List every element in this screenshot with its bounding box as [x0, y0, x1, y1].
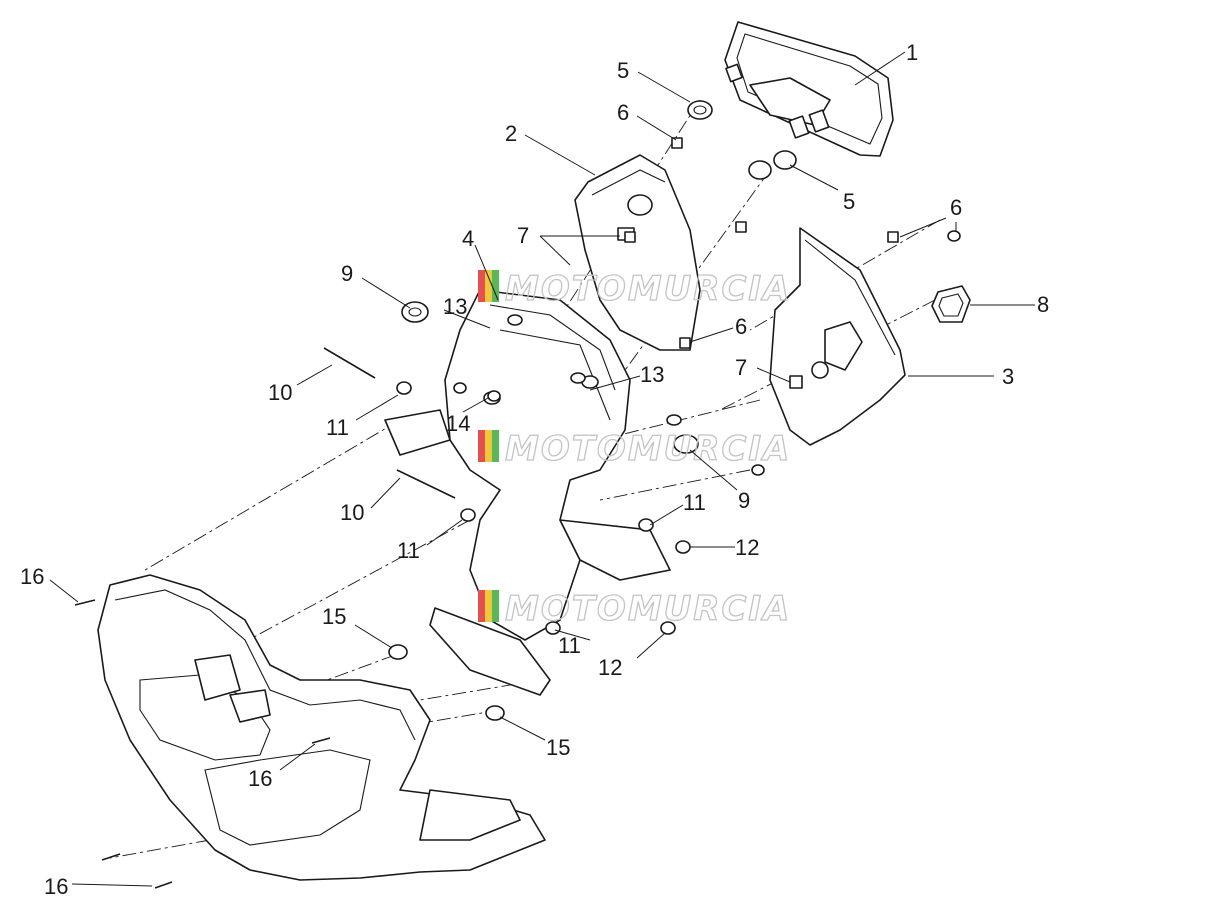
callout-10: 10 — [268, 380, 292, 405]
watermark-text: MOTOMURCIA — [505, 429, 791, 469]
callout-6: 6 — [950, 195, 962, 220]
leader-lines — [49, 51, 1035, 887]
callout-11: 11 — [326, 415, 349, 440]
watermark-stripe-yellow — [485, 430, 492, 462]
rubber-frame — [931, 285, 971, 323]
callout-4: 4 — [462, 226, 474, 251]
callout-13: 13 — [443, 294, 467, 319]
callout-7: 7 — [735, 355, 747, 380]
callout-9: 9 — [738, 488, 750, 513]
watermark-stripe-red — [478, 270, 485, 302]
callout-16: 16 — [20, 564, 44, 589]
callout-16: 16 — [44, 874, 68, 899]
watermark-text: MOTOMURCIA — [505, 269, 791, 309]
watermark-stripe-green — [492, 270, 499, 302]
callout-14: 14 — [446, 411, 470, 436]
watermark-stripe-yellow — [485, 270, 492, 302]
callout-labels: 1 2 3 4 5 5 6 6 6 7 7 8 9 9 10 10 11 11 … — [20, 40, 1049, 899]
callout-2: 2 — [505, 121, 517, 146]
callout-5: 5 — [617, 58, 629, 83]
instrument-cluster — [724, 21, 894, 157]
headlight-assembly — [97, 574, 546, 881]
watermark-stripe-yellow — [485, 590, 492, 622]
watermark-stripe-red — [478, 590, 485, 622]
callout-16: 16 — [248, 766, 272, 791]
callout-7: 7 — [517, 223, 529, 248]
watermark-text: MOTOMURCIA — [505, 589, 791, 629]
right-cover — [769, 227, 906, 446]
watermark-stripe-green — [492, 430, 499, 462]
callout-10: 10 — [340, 500, 364, 525]
callout-8: 8 — [1037, 292, 1049, 317]
callout-3: 3 — [1002, 364, 1014, 389]
watermark-stripe-red — [478, 430, 485, 462]
watermark-middle: MOTOMURCIA — [478, 428, 791, 470]
callout-6: 6 — [617, 100, 629, 125]
watermark-stripe-green — [492, 590, 499, 622]
callout-1: 1 — [906, 40, 918, 65]
callout-11: 11 — [558, 633, 581, 658]
callout-11: 11 — [397, 538, 420, 563]
callout-15: 15 — [322, 604, 346, 629]
main-bracket — [384, 289, 671, 696]
callout-9: 9 — [341, 261, 353, 286]
callout-6: 6 — [735, 314, 747, 339]
callout-5: 5 — [843, 189, 855, 214]
callout-11: 11 — [683, 490, 706, 515]
screws-and-nuts — [74, 137, 961, 889]
callout-15: 15 — [546, 735, 570, 760]
watermark-top: MOTOMURCIA — [478, 268, 791, 310]
callout-12: 12 — [598, 655, 622, 680]
left-cover — [574, 154, 701, 351]
callout-12: 12 — [735, 535, 759, 560]
callout-13: 13 — [640, 362, 664, 387]
watermark-bottom: MOTOMURCIA — [478, 588, 791, 630]
grommets — [687, 100, 797, 180]
